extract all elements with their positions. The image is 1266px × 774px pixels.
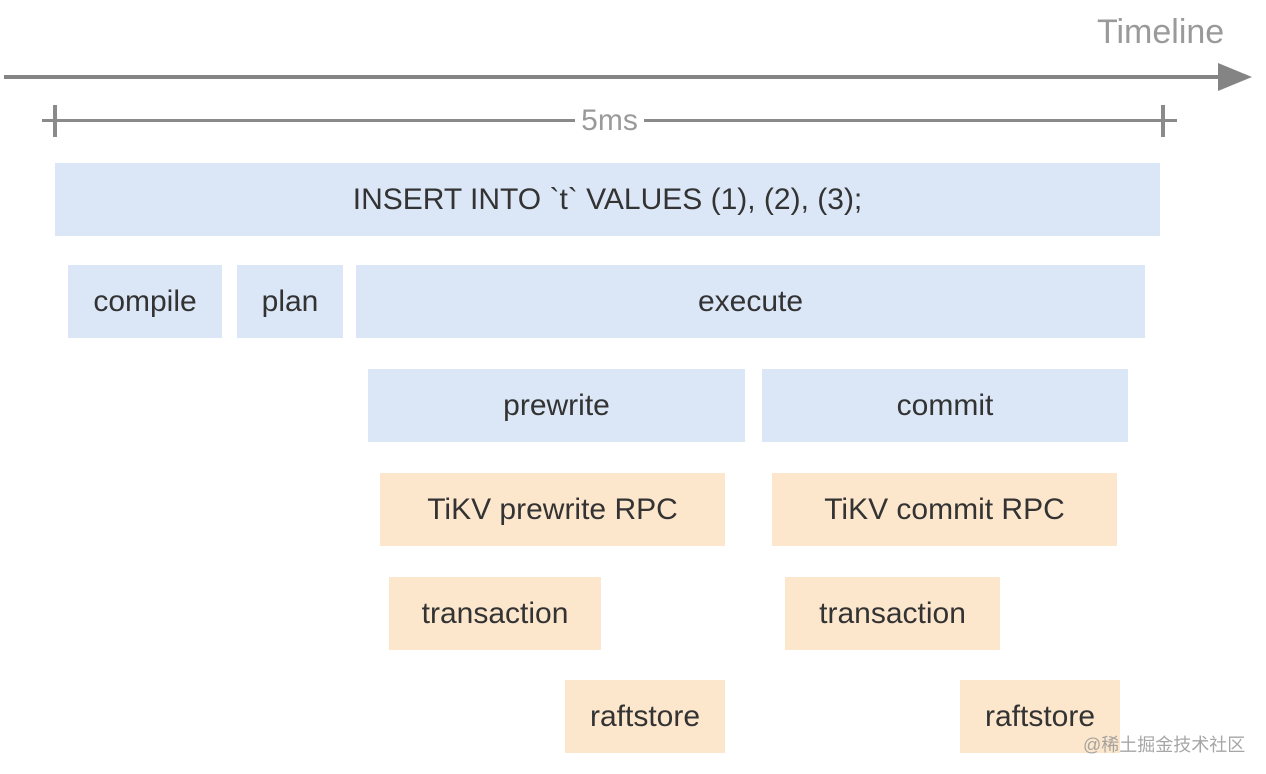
watermark: @稀土掘金技术社区 (1083, 735, 1246, 755)
box-transaction-commit: transaction (785, 577, 1000, 650)
duration-ruler-tick-left (53, 105, 57, 137)
timeline-arrow-line (4, 75, 1222, 79)
box-tikv-prewrite-rpc: TiKV prewrite RPC (380, 473, 725, 546)
duration-label-wrap: 5ms (42, 102, 1177, 139)
timeline-label: Timeline (1097, 13, 1225, 51)
duration-ruler-tick-right (1161, 105, 1165, 137)
box-prewrite: prewrite (368, 369, 745, 442)
box-tikv-commit-rpc: TiKV commit RPC (772, 473, 1117, 546)
timeline-arrowhead-icon (1218, 63, 1252, 91)
box-execute: execute (356, 265, 1145, 338)
box-compile: compile (68, 265, 222, 338)
duration-label: 5ms (575, 102, 644, 139)
box-sql-statement: INSERT INTO `t` VALUES (1), (2), (3); (55, 163, 1160, 236)
box-commit: commit (762, 369, 1128, 442)
box-raftstore-commit: raftstore (960, 680, 1120, 753)
box-transaction-prewrite: transaction (389, 577, 601, 650)
box-raftstore-prewrite: raftstore (565, 680, 725, 753)
box-plan: plan (237, 265, 343, 338)
